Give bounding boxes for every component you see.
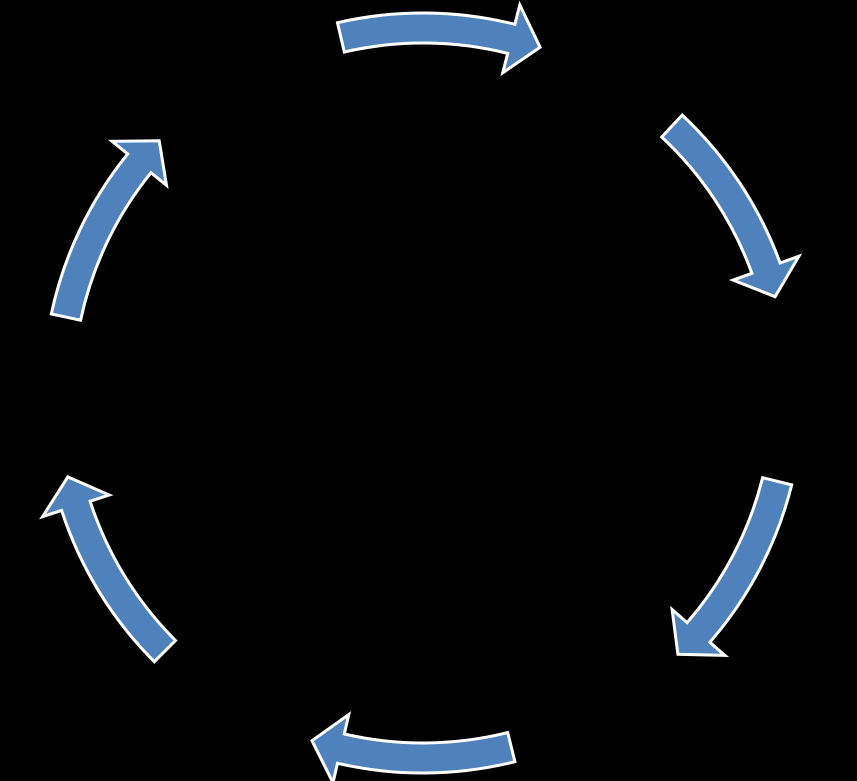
cycle-arrow-upper-left: [49, 139, 169, 322]
cycle-arrow-upper-right: [659, 112, 803, 299]
cycle-arrow-top: [335, 0, 543, 77]
cycle-arrow-lower-right: [670, 475, 794, 657]
cycle-arrow-bottom: [310, 710, 517, 781]
cycle-arrow-lower-left: [39, 475, 178, 664]
cycle-arrows: [39, 0, 803, 781]
